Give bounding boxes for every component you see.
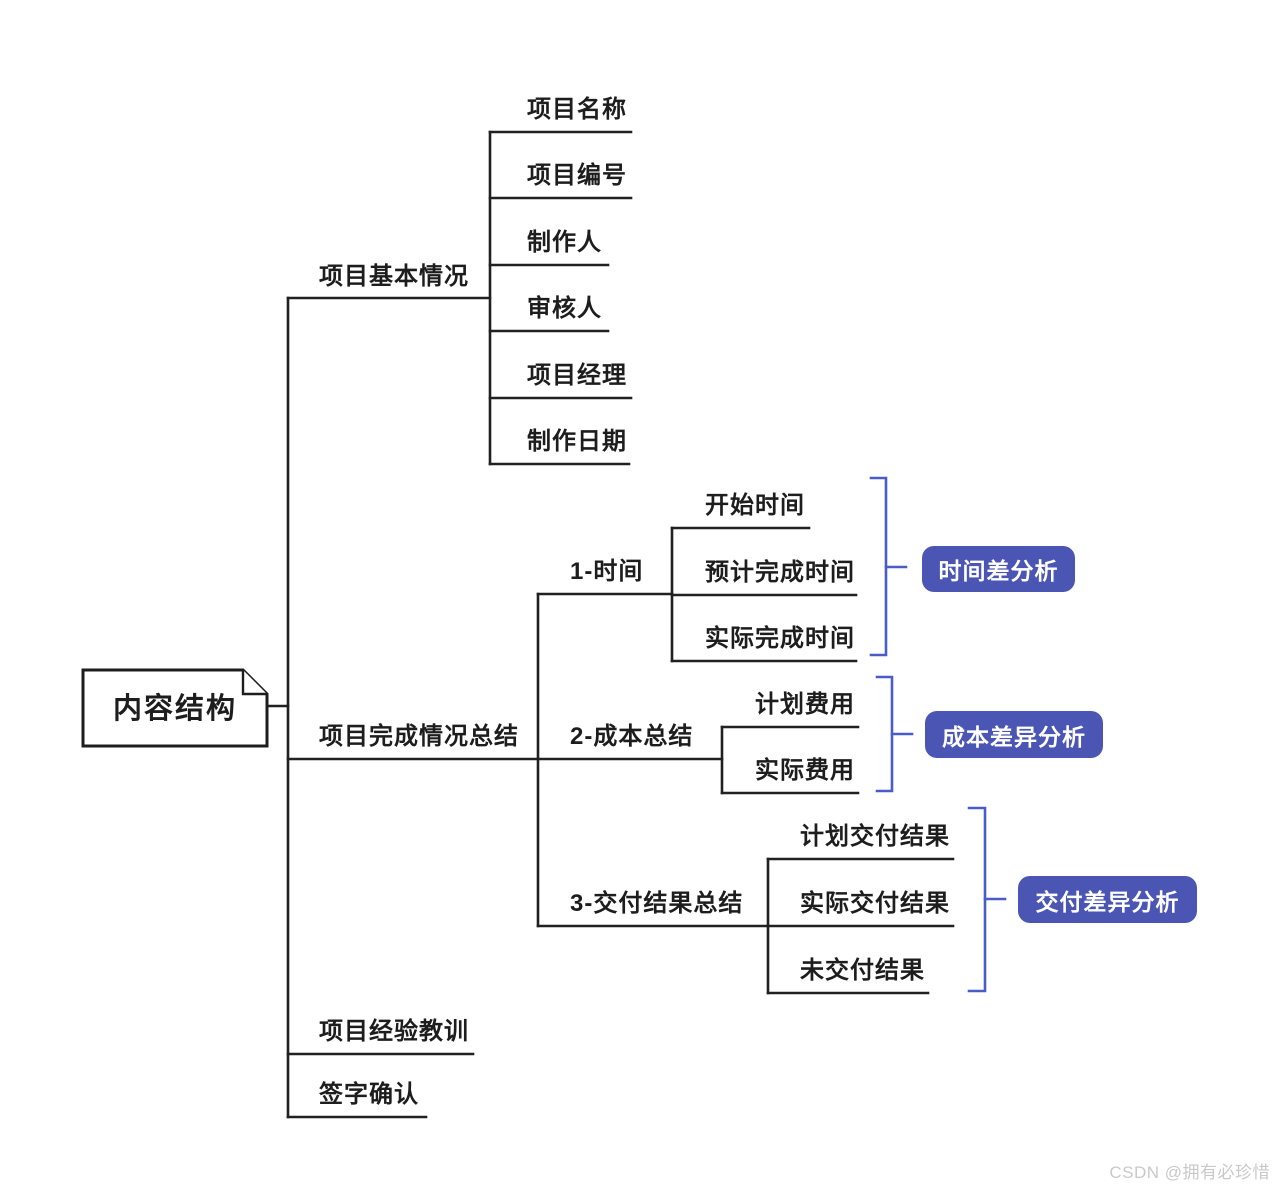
black-elbow-connectors xyxy=(265,130,955,1119)
root-node[interactable]: 内容结构 xyxy=(112,693,237,725)
node-project-name[interactable]: 项目名称 xyxy=(527,96,627,123)
node-project-number[interactable]: 项目编号 xyxy=(527,162,627,189)
node-planned-finish-time[interactable]: 预计完成时间 xyxy=(705,559,855,586)
node-undelivered-results[interactable]: 未交付结果 xyxy=(800,957,925,984)
node-start-time[interactable]: 开始时间 xyxy=(705,492,805,519)
node-actual-finish-time[interactable]: 实际完成时间 xyxy=(705,625,855,652)
badge-cost-variance-analysis[interactable]: 成本差异分析 xyxy=(925,711,1103,758)
node-time-summary[interactable]: 1-时间 xyxy=(570,558,644,585)
node-reviewer[interactable]: 审核人 xyxy=(527,295,602,322)
node-creation-date[interactable]: 制作日期 xyxy=(527,428,627,455)
branch-completion-summary[interactable]: 项目完成情况总结 xyxy=(319,723,519,750)
node-actual-deliverables[interactable]: 实际交付结果 xyxy=(800,890,950,917)
branch-basic-info[interactable]: 项目基本情况 xyxy=(319,263,469,290)
node-planned-deliverables[interactable]: 计划交付结果 xyxy=(800,823,950,850)
folded-corner xyxy=(241,670,267,696)
badge-time-gap-analysis[interactable]: 时间差分析 xyxy=(922,546,1075,592)
branch-signoff[interactable]: 签字确认 xyxy=(319,1081,419,1108)
time-bracket xyxy=(869,476,888,657)
node-delivery-summary[interactable]: 3-交付结果总结 xyxy=(570,890,744,917)
node-actual-cost[interactable]: 实际费用 xyxy=(755,757,855,784)
blue-brackets xyxy=(869,476,1007,993)
node-planned-cost[interactable]: 计划费用 xyxy=(755,691,855,718)
root-node-shape xyxy=(81,668,269,748)
cost-bracket xyxy=(875,675,894,793)
node-project-manager[interactable]: 项目经理 xyxy=(527,362,627,389)
node-creator[interactable]: 制作人 xyxy=(527,229,602,256)
node-cost-summary[interactable]: 2-成本总结 xyxy=(570,723,694,750)
branch-lessons-learned[interactable]: 项目经验教训 xyxy=(319,1018,469,1045)
watermark-text: CSDN @拥有必珍惜 xyxy=(1109,1163,1270,1182)
badge-delivery-variance-analysis[interactable]: 交付差异分析 xyxy=(1018,876,1197,923)
delivery-bracket xyxy=(967,806,987,993)
